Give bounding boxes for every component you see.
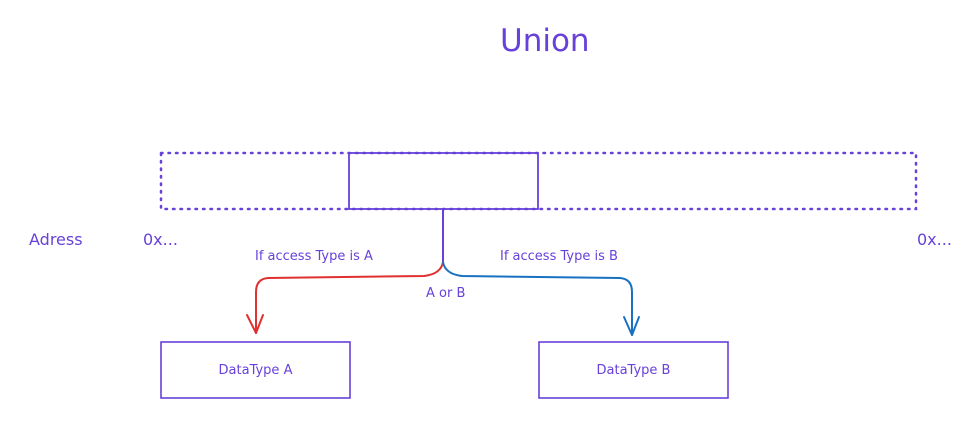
address-label: Adress (29, 230, 83, 249)
union-slot (348, 152, 539, 210)
branch-b-arrow (442, 261, 633, 336)
branch-b-condition: If access Type is B (500, 249, 618, 264)
datatype-b-label: DataType B (596, 362, 671, 378)
datatype-a-label: DataType A (218, 362, 293, 378)
address-start: 0x... (143, 230, 178, 249)
junction-label: A or B (426, 286, 466, 301)
address-end: 0x... (917, 230, 952, 249)
branch-a-arrow (255, 261, 444, 334)
branch-a-arrowhead (246, 314, 264, 334)
diagram-title: Union (500, 23, 590, 59)
datatype-b-box (538, 341, 729, 399)
branch-a-condition: If access Type is A (255, 249, 373, 264)
datatype-a-box (160, 341, 351, 399)
branch-b-arrowhead (623, 316, 640, 336)
